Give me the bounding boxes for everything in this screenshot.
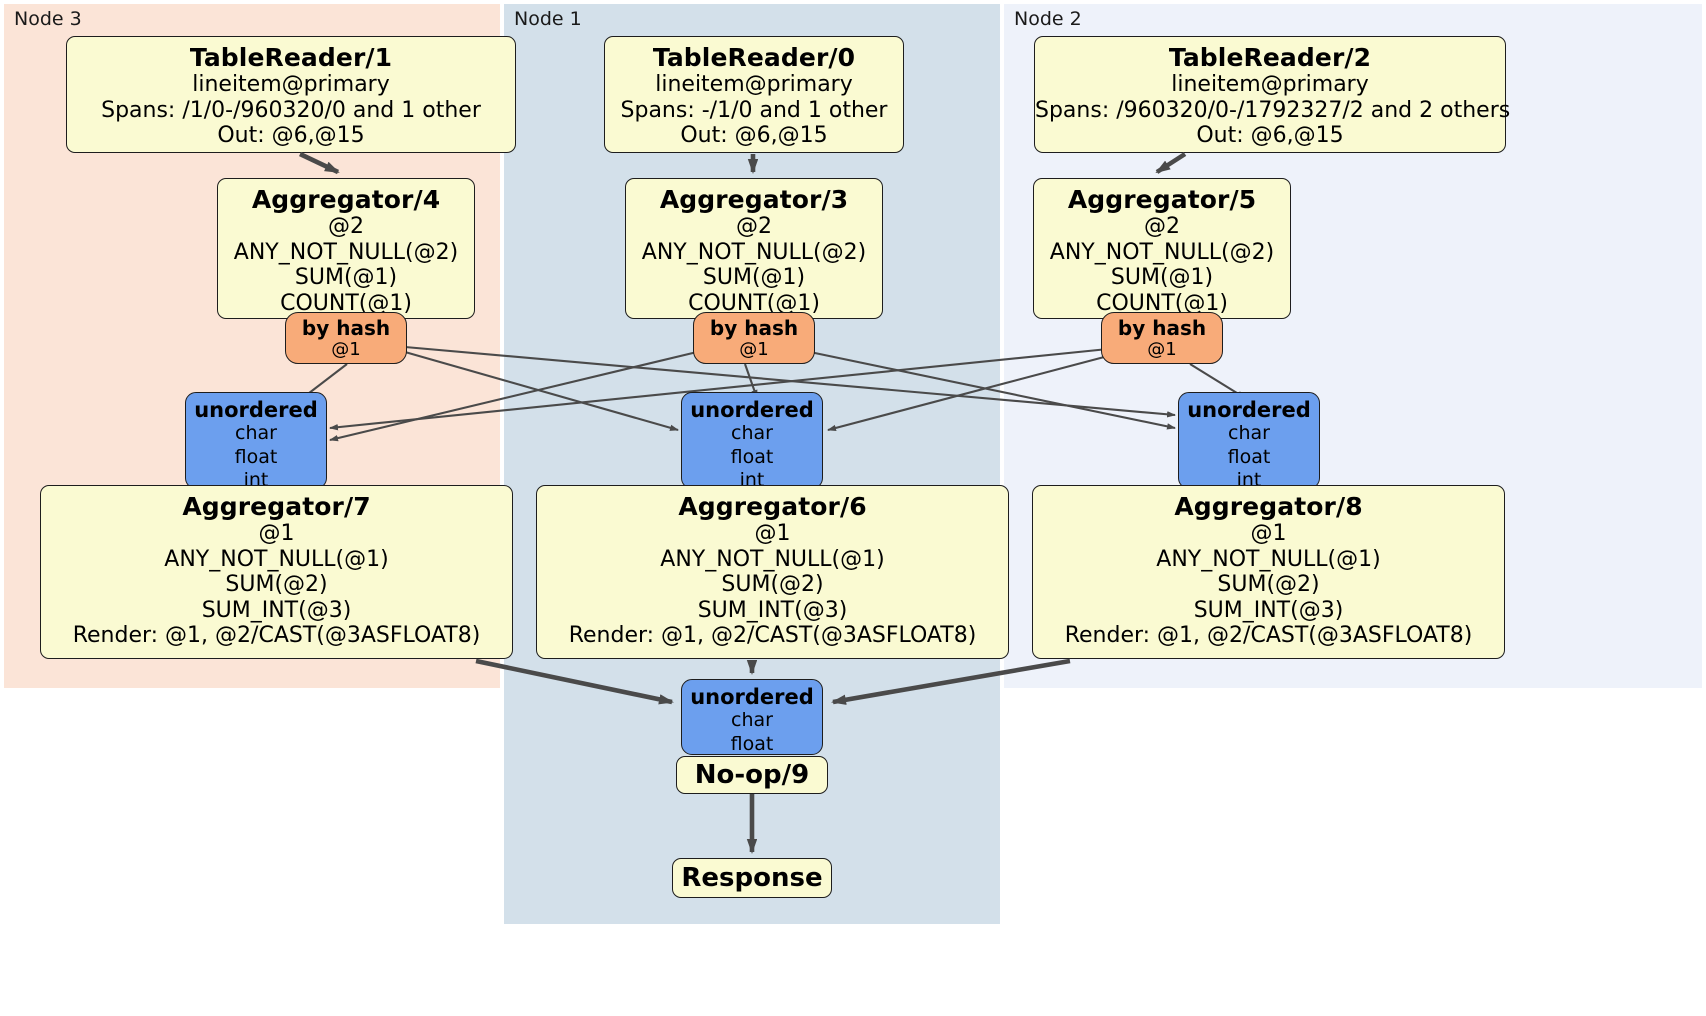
processor-spans: Spans: -/1/0 and 1 other <box>620 97 888 123</box>
processor-table: lineitem@primary <box>192 72 390 97</box>
processor-spans: Spans: /960320/0-/1792327/2 and 2 others <box>1035 97 1511 123</box>
processor-agg-func: SUM(@1) <box>702 265 806 291</box>
processor-table-reader-0[interactable]: TableReader/0 lineitem@primary Spans: -/… <box>604 36 904 153</box>
sync-title: unordered <box>1187 398 1311 422</box>
processor-title: Aggregator/8 <box>1174 492 1363 521</box>
input-synchronizer-unordered-7[interactable]: unordered char float int <box>185 392 327 491</box>
processor-title: TableReader/2 <box>1168 43 1372 72</box>
processor-agg-func: ANY_NOT_NULL(@1) <box>660 546 885 572</box>
processor-agg-func: COUNT(@1) <box>688 290 820 316</box>
processor-agg-func: ANY_NOT_NULL(@2) <box>641 239 867 265</box>
processor-render: Render: @1, @2/CAST(@3ASFLOAT8) <box>72 623 481 649</box>
processor-agg-func: SUM(@1) <box>1110 265 1214 291</box>
processor-aggregator-8[interactable]: Aggregator/8 @1 ANY_NOT_NULL(@1) SUM(@2)… <box>1032 485 1505 659</box>
processor-title: Aggregator/7 <box>182 492 371 521</box>
region-label-node-1: Node 1 <box>514 8 582 30</box>
processor-agg-func: ANY_NOT_NULL(@2) <box>233 239 459 265</box>
sync-type: float <box>234 445 278 468</box>
processor-title: Aggregator/4 <box>251 185 441 214</box>
sync-type: float <box>730 732 774 755</box>
sync-title: unordered <box>690 398 814 422</box>
output-router-by-hash-4[interactable]: by hash @1 <box>285 312 407 364</box>
processor-agg-func: COUNT(@1) <box>1096 290 1228 316</box>
input-synchronizer-unordered-final[interactable]: unordered char float <box>681 679 823 755</box>
processor-group-cols: @2 <box>328 214 364 239</box>
processor-spans: Spans: /1/0-/960320/0 and 1 other <box>101 97 481 123</box>
processor-agg-func: SUM(@2) <box>721 572 824 598</box>
processor-agg-func: SUM_INT(@3) <box>697 597 848 623</box>
processor-aggregator-4[interactable]: Aggregator/4 @2 ANY_NOT_NULL(@2) SUM(@1)… <box>217 178 475 319</box>
processor-title: No-op/9 <box>694 759 810 790</box>
sync-type: char <box>235 422 277 445</box>
processor-table: lineitem@primary <box>1171 72 1369 97</box>
region-label-node-2: Node 2 <box>1014 8 1082 30</box>
processor-render: Render: @1, @2/CAST(@3ASFLOAT8) <box>1064 623 1473 649</box>
processor-aggregator-6[interactable]: Aggregator/6 @1 ANY_NOT_NULL(@1) SUM(@2)… <box>536 485 1009 659</box>
sync-title: unordered <box>194 398 318 422</box>
sync-type: char <box>731 709 773 732</box>
processor-out: Out: @6,@15 <box>1196 123 1344 149</box>
processor-group-cols: @2 <box>1144 214 1180 239</box>
processor-agg-func: SUM(@1) <box>294 265 398 291</box>
sync-type: float <box>730 445 774 468</box>
output-router-by-hash-3[interactable]: by hash @1 <box>693 312 815 364</box>
sync-title: unordered <box>690 685 814 709</box>
sync-type: char <box>731 422 773 445</box>
processor-agg-func: SUM(@2) <box>1217 572 1320 598</box>
processor-agg-func: ANY_NOT_NULL(@1) <box>164 546 389 572</box>
processor-title: Response <box>681 862 823 893</box>
processor-aggregator-7[interactable]: Aggregator/7 @1 ANY_NOT_NULL(@1) SUM(@2)… <box>40 485 513 659</box>
processor-title: Aggregator/6 <box>678 492 867 521</box>
processor-agg-func: COUNT(@1) <box>280 290 412 316</box>
router-title: by hash <box>709 316 799 340</box>
router-column: @1 <box>739 339 769 361</box>
processor-title: TableReader/1 <box>189 43 393 72</box>
processor-agg-func: ANY_NOT_NULL(@2) <box>1049 239 1275 265</box>
processor-title: Aggregator/3 <box>659 185 849 214</box>
processor-out: Out: @6,@15 <box>680 123 828 149</box>
processor-title: Aggregator/5 <box>1067 185 1257 214</box>
processor-agg-func: SUM_INT(@3) <box>201 597 352 623</box>
sync-type: float <box>1227 445 1271 468</box>
processor-group-cols: @1 <box>754 521 791 546</box>
processor-out: Out: @6,@15 <box>217 123 365 149</box>
router-title: by hash <box>301 316 391 340</box>
router-column: @1 <box>331 339 361 361</box>
processor-group-cols: @1 <box>1250 521 1287 546</box>
processor-title: TableReader/0 <box>652 43 856 72</box>
router-title: by hash <box>1117 316 1207 340</box>
sync-type: char <box>1228 422 1270 445</box>
processor-aggregator-3[interactable]: Aggregator/3 @2 ANY_NOT_NULL(@2) SUM(@1)… <box>625 178 883 319</box>
processor-group-cols: @1 <box>258 521 295 546</box>
processor-render: Render: @1, @2/CAST(@3ASFLOAT8) <box>568 623 977 649</box>
output-router-by-hash-5[interactable]: by hash @1 <box>1101 312 1223 364</box>
processor-aggregator-5[interactable]: Aggregator/5 @2 ANY_NOT_NULL(@2) SUM(@1)… <box>1033 178 1291 319</box>
processor-table-reader-2[interactable]: TableReader/2 lineitem@primary Spans: /9… <box>1034 36 1511 153</box>
input-synchronizer-unordered-8[interactable]: unordered char float int <box>1178 392 1320 491</box>
processor-agg-func: ANY_NOT_NULL(@1) <box>1156 546 1381 572</box>
processor-table-reader-1[interactable]: TableReader/1 lineitem@primary Spans: /1… <box>66 36 516 153</box>
input-synchronizer-unordered-6[interactable]: unordered char float int <box>681 392 823 491</box>
router-column: @1 <box>1147 339 1177 361</box>
processor-group-cols: @2 <box>736 214 772 239</box>
region-label-node-3: Node 3 <box>14 8 82 30</box>
processor-no-op-9[interactable]: No-op/9 <box>676 756 828 794</box>
processor-agg-func: SUM(@2) <box>225 572 328 598</box>
processor-response[interactable]: Response <box>672 858 832 898</box>
processor-table: lineitem@primary <box>655 72 853 97</box>
processor-agg-func: SUM_INT(@3) <box>1193 597 1344 623</box>
